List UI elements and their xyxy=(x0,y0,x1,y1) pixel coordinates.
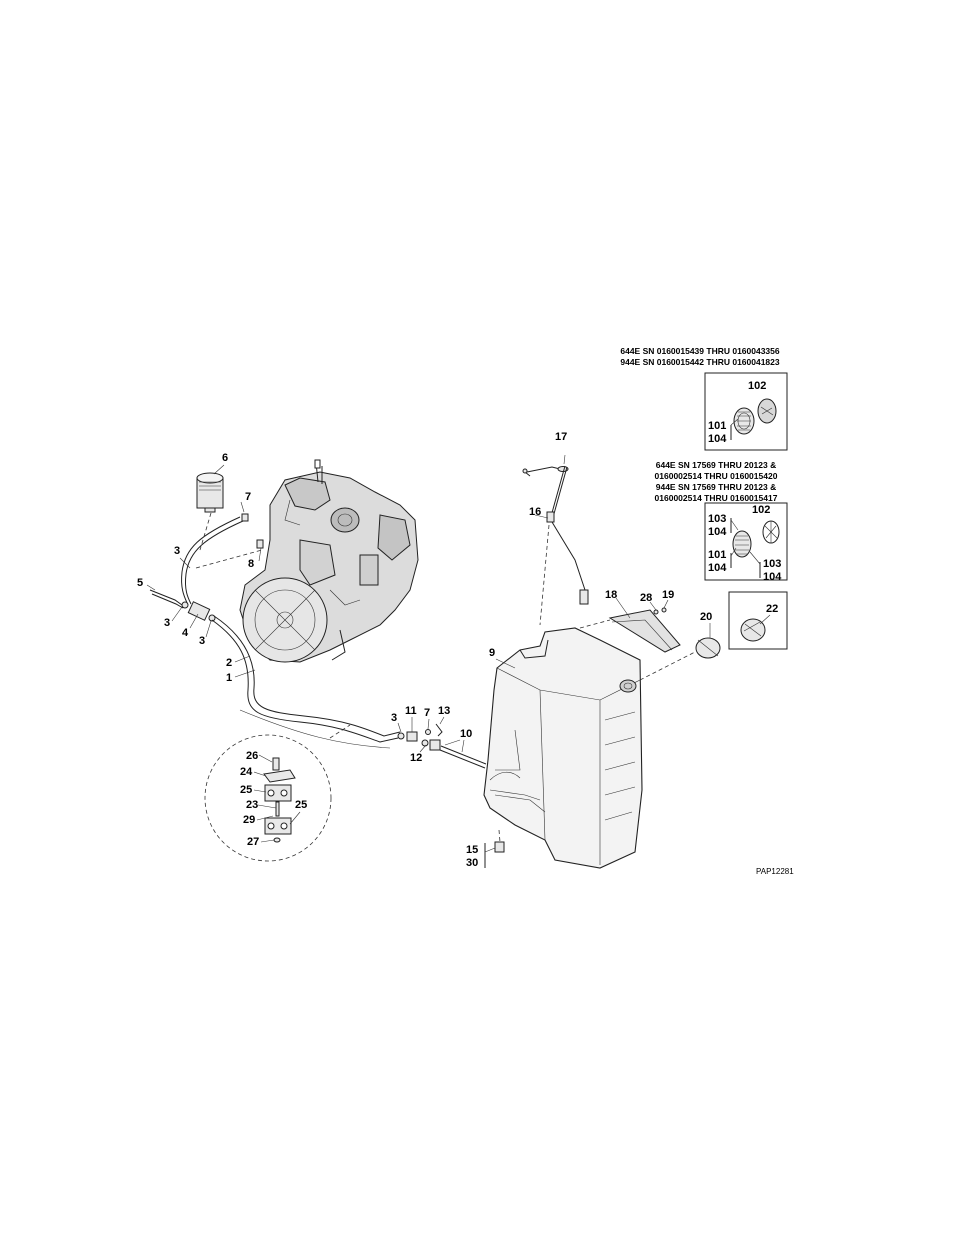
svg-text:102: 102 xyxy=(748,380,766,392)
inset-fuel-cap-a: 102 101 104 xyxy=(704,372,788,451)
tank-bracket xyxy=(579,607,681,653)
callout-10: 10 xyxy=(460,728,472,740)
fitting-cluster xyxy=(397,723,443,751)
water-separator xyxy=(181,601,216,622)
callout-26: 26 xyxy=(246,750,258,762)
svg-text:944E SN 17569 THRU 20123 &: 944E SN 17569 THRU 20123 & xyxy=(656,482,777,492)
fitting-7-upper xyxy=(241,513,249,522)
svg-text:104: 104 xyxy=(708,562,727,574)
callout-1: 1 xyxy=(226,672,232,684)
callout-23: 23 xyxy=(246,799,258,811)
callout-2: 2 xyxy=(226,657,232,669)
fuel-sender xyxy=(522,454,589,626)
callout-27: 27 xyxy=(247,836,259,848)
svg-text:103: 103 xyxy=(708,513,726,525)
callout-3-upper: 3 xyxy=(174,545,180,557)
callout-7-upper: 7 xyxy=(245,491,251,503)
svg-text:944E SN 0160015442 THRU 016004: 944E SN 0160015442 THRU 0160041823 xyxy=(620,357,780,367)
svg-text:104: 104 xyxy=(763,571,782,583)
svg-text:22: 22 xyxy=(766,603,778,615)
svg-text:103: 103 xyxy=(763,558,781,570)
callout-11: 11 xyxy=(405,705,417,717)
fuel-tank xyxy=(483,627,643,869)
callout-3-left: 3 xyxy=(164,617,170,629)
callout-19: 19 xyxy=(662,589,674,601)
svg-text:101: 101 xyxy=(708,549,726,561)
callout-16: 16 xyxy=(529,506,541,518)
engine-assembly xyxy=(239,459,419,663)
svg-text:102: 102 xyxy=(752,504,770,516)
callout-18: 18 xyxy=(605,589,617,601)
callout-5: 5 xyxy=(137,577,143,589)
callout-3-lower: 3 xyxy=(391,712,397,724)
callout-29: 29 xyxy=(243,814,255,826)
callout-15: 15 xyxy=(466,844,478,856)
svg-text:644E SN 0160015439 THRU 016004: 644E SN 0160015439 THRU 0160043356 xyxy=(620,346,780,356)
clamp-detail xyxy=(204,724,351,862)
callout-20: 20 xyxy=(700,611,712,623)
fitting-8 xyxy=(256,539,264,549)
fuel-cap xyxy=(639,637,721,681)
callout-12: 12 xyxy=(410,752,422,764)
svg-text:104: 104 xyxy=(708,526,727,538)
hose-10 xyxy=(439,739,487,769)
callout-13: 13 xyxy=(438,705,450,717)
svg-text:0160002514 THRU 0160015417: 0160002514 THRU 0160015417 xyxy=(655,493,778,503)
inset-header-upper: 644E SN 0160015439 THRU 0160043356 944E … xyxy=(620,346,780,367)
inset-fuel-cap-c: 22 xyxy=(728,591,788,650)
inset-fuel-cap-b: 102 103 104 101 104 103 104 xyxy=(704,502,788,583)
figure-reference: PAP12281 xyxy=(756,867,794,876)
callout-6: 6 xyxy=(222,452,228,464)
callout-7-lower: 7 xyxy=(424,707,430,719)
callout-28: 28 xyxy=(640,592,652,604)
callout-25-left: 25 xyxy=(240,784,252,796)
callout-labels: 6 7 3 8 5 3 4 3 2 1 17 16 18 28 19 20 9 … xyxy=(137,431,712,869)
drain-plug xyxy=(494,829,505,853)
svg-text:644E SN 17569 THRU 20123 &: 644E SN 17569 THRU 20123 & xyxy=(656,460,777,470)
callout-24: 24 xyxy=(240,766,253,778)
callout-9: 9 xyxy=(489,647,495,659)
callout-8: 8 xyxy=(248,558,254,570)
svg-text:104: 104 xyxy=(708,433,727,445)
callout-30: 30 xyxy=(466,857,478,869)
fuel-lines xyxy=(149,512,401,749)
callout-25-right: 25 xyxy=(295,799,307,811)
fuel-filter xyxy=(196,464,225,513)
svg-text:101: 101 xyxy=(708,420,726,432)
callout-4: 4 xyxy=(182,627,189,639)
leader-lines xyxy=(146,501,711,868)
callout-17: 17 xyxy=(555,431,567,443)
svg-text:0160002514 THRU 0160015420: 0160002514 THRU 0160015420 xyxy=(655,471,778,481)
callout-3-right: 3 xyxy=(199,635,205,647)
inset-header-lower: 644E SN 17569 THRU 20123 & 0160002514 TH… xyxy=(655,460,778,503)
